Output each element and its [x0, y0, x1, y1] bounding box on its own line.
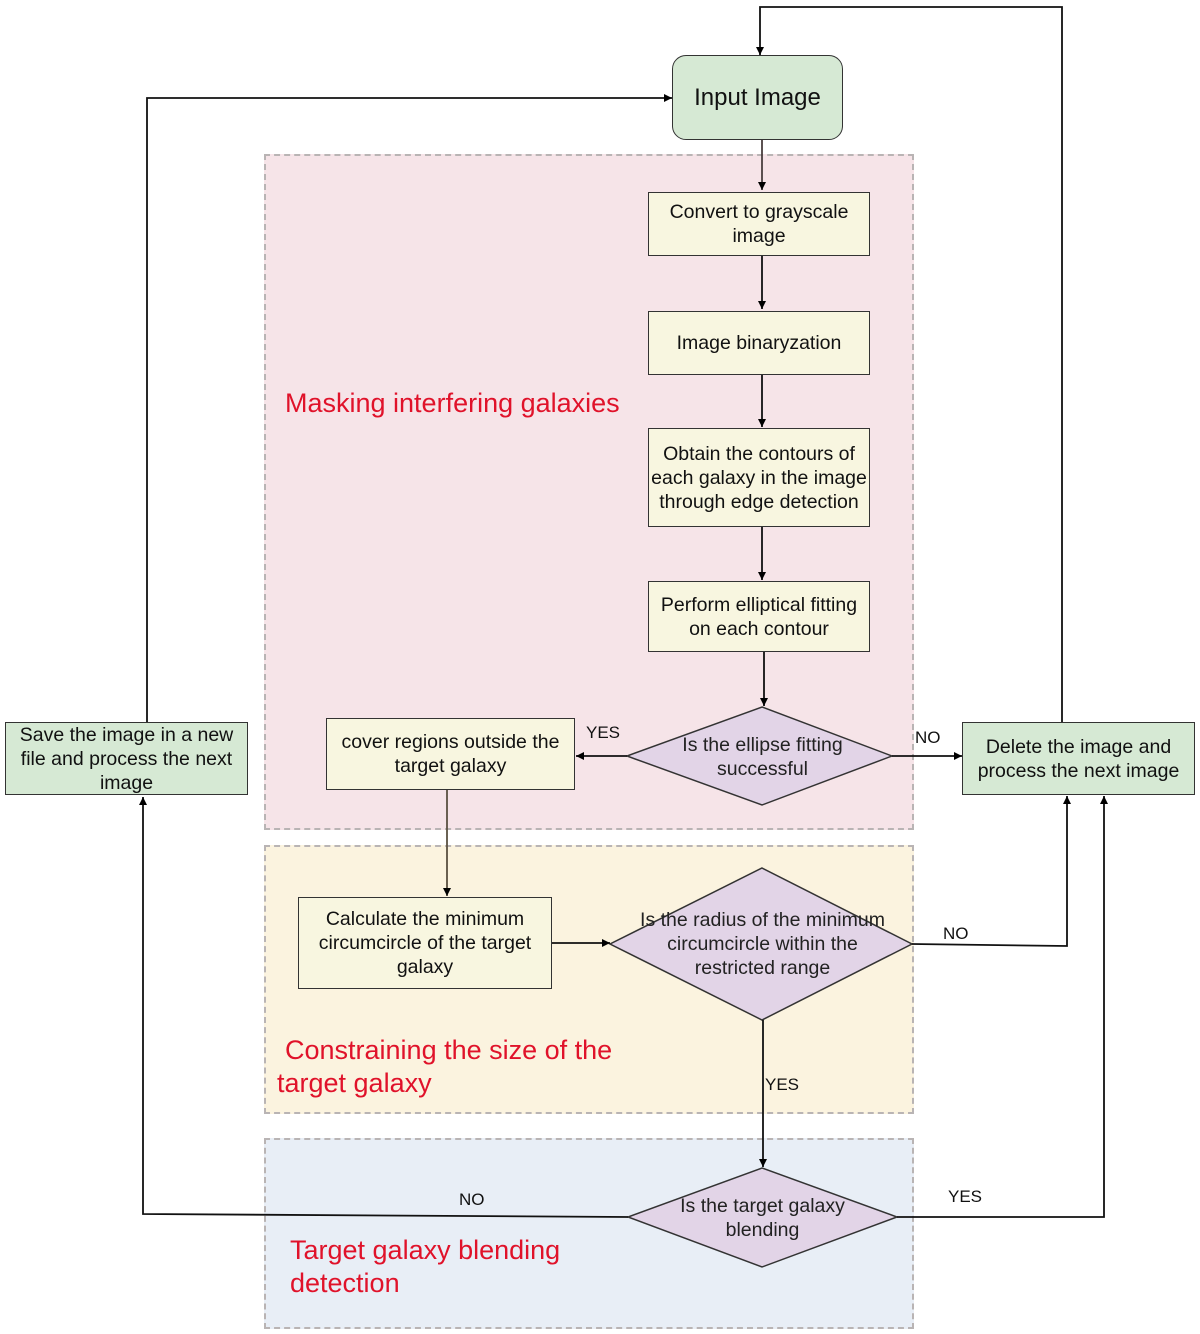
decision-blend-text[interactable]: Is the target galaxy blending	[680, 1195, 845, 1241]
region-label-constraining-line2: target galaxy	[277, 1068, 432, 1098]
region-label-blending-line2: detection	[290, 1268, 400, 1298]
region-label-blending-line1: Target galaxy blending	[290, 1235, 561, 1265]
node-min-circumcircle[interactable]: Calculate the minimum circumcircle of th…	[298, 897, 552, 989]
decision-radius-shape	[608, 867, 914, 1021]
edge-label-blend-no: NO	[459, 1190, 485, 1209]
edge-blend-no	[139, 797, 629, 1218]
node-contour-detection[interactable]: Obtain the contours of each galaxy in th…	[648, 428, 870, 527]
region-label-masking: Masking interfering galaxies	[285, 388, 620, 418]
node-ellipse-fitting[interactable]: Perform elliptical fitting on each conto…	[648, 581, 870, 652]
edge-label-radius-no: NO	[943, 924, 969, 943]
decision-radius-text[interactable]: Is the radius of the minimum circumcircl…	[640, 909, 885, 979]
region-label-blending: Target galaxy blending detection	[290, 1234, 560, 1300]
node-binarization[interactable]: Image binaryzation	[648, 311, 870, 375]
edge-delete-to-input	[756, 6, 1063, 722]
edge-label-blend-yes: YES	[948, 1187, 983, 1206]
decision-blend-shape	[625, 1167, 900, 1268]
node-input-image[interactable]: Input Image	[672, 55, 843, 140]
node-save-image[interactable]: Save the image in a new file and process…	[5, 722, 248, 795]
node-cover-regions[interactable]: cover regions outside the target galaxy	[326, 718, 575, 790]
edge-blend-yes	[897, 796, 1108, 1218]
region-label-constraining-line1: Constraining the size of the	[285, 1035, 613, 1065]
edge-label-ellipse-no: NO	[915, 728, 941, 747]
edge-label-ellipse-yes: YES	[586, 723, 621, 742]
decision-ellipse-text[interactable]: Is the ellipse fitting successful	[682, 734, 843, 780]
region-label-constraining: Constraining the size of the target gala…	[277, 1034, 613, 1100]
node-convert-grayscale[interactable]: Convert to grayscale image	[648, 192, 870, 256]
edge-label-radius-yes: YES	[765, 1075, 800, 1094]
node-delete-image[interactable]: Delete the image and process the next im…	[962, 722, 1195, 795]
edge-save-to-input	[146, 94, 672, 722]
edge-radius-no	[911, 796, 1071, 947]
decision-ellipse-shape	[624, 706, 895, 806]
